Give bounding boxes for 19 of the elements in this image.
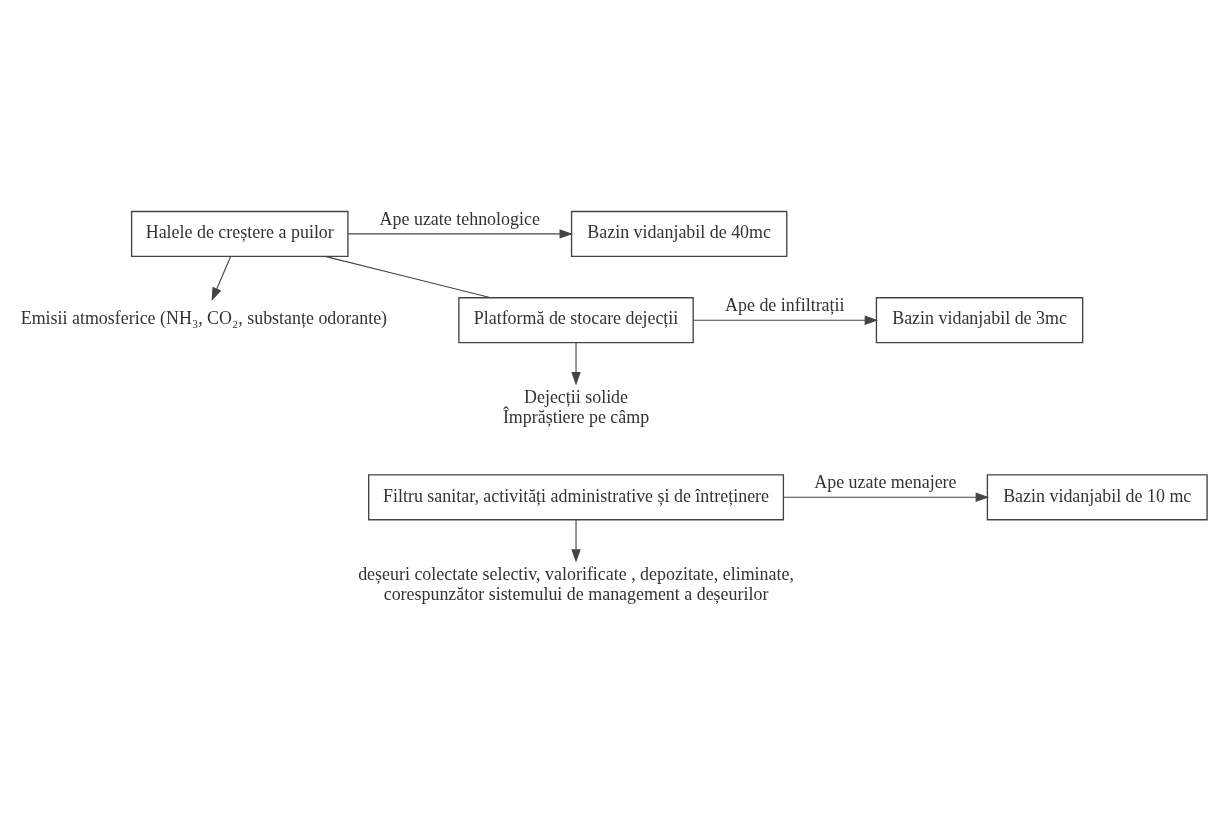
connector bbox=[324, 255, 492, 299]
node-text: Emisii atmosferice (NH₃, CO₂, substanțe odorante) bbox=[20, 308, 388, 329]
node-box: Halele de creștere a puilor bbox=[130, 210, 349, 257]
node-text: Dejecții solide Împrăștiere pe câmp bbox=[502, 386, 650, 428]
edge-label: Ape uzate tehnologice bbox=[379, 208, 540, 229]
node-box: Platformă de stocare dejecții bbox=[458, 297, 694, 344]
node-text: deșeuri colectate selectiv, valorificate , depozitate, eliminate, corespunzător sistemului de management a deșeurilor bbox=[358, 564, 794, 605]
arrow bbox=[347, 229, 573, 239]
arrow bbox=[782, 492, 990, 502]
arrow bbox=[692, 315, 879, 325]
arrow bbox=[571, 519, 581, 563]
node-box: Bazin vidanjabil de 3mc bbox=[875, 297, 1084, 344]
edge-label: Ape de infiltrații bbox=[725, 295, 845, 316]
node-box: Bazin vidanjabil de 10 mc bbox=[986, 474, 1208, 521]
arrow bbox=[571, 342, 581, 386]
node-box: Filtru sanitar, activități administrative și de întreținere bbox=[368, 474, 785, 521]
node-box: Bazin vidanjabil de 40mc bbox=[570, 210, 788, 257]
arrow bbox=[211, 256, 232, 302]
edge-label: Ape uzate menajere bbox=[814, 472, 957, 493]
